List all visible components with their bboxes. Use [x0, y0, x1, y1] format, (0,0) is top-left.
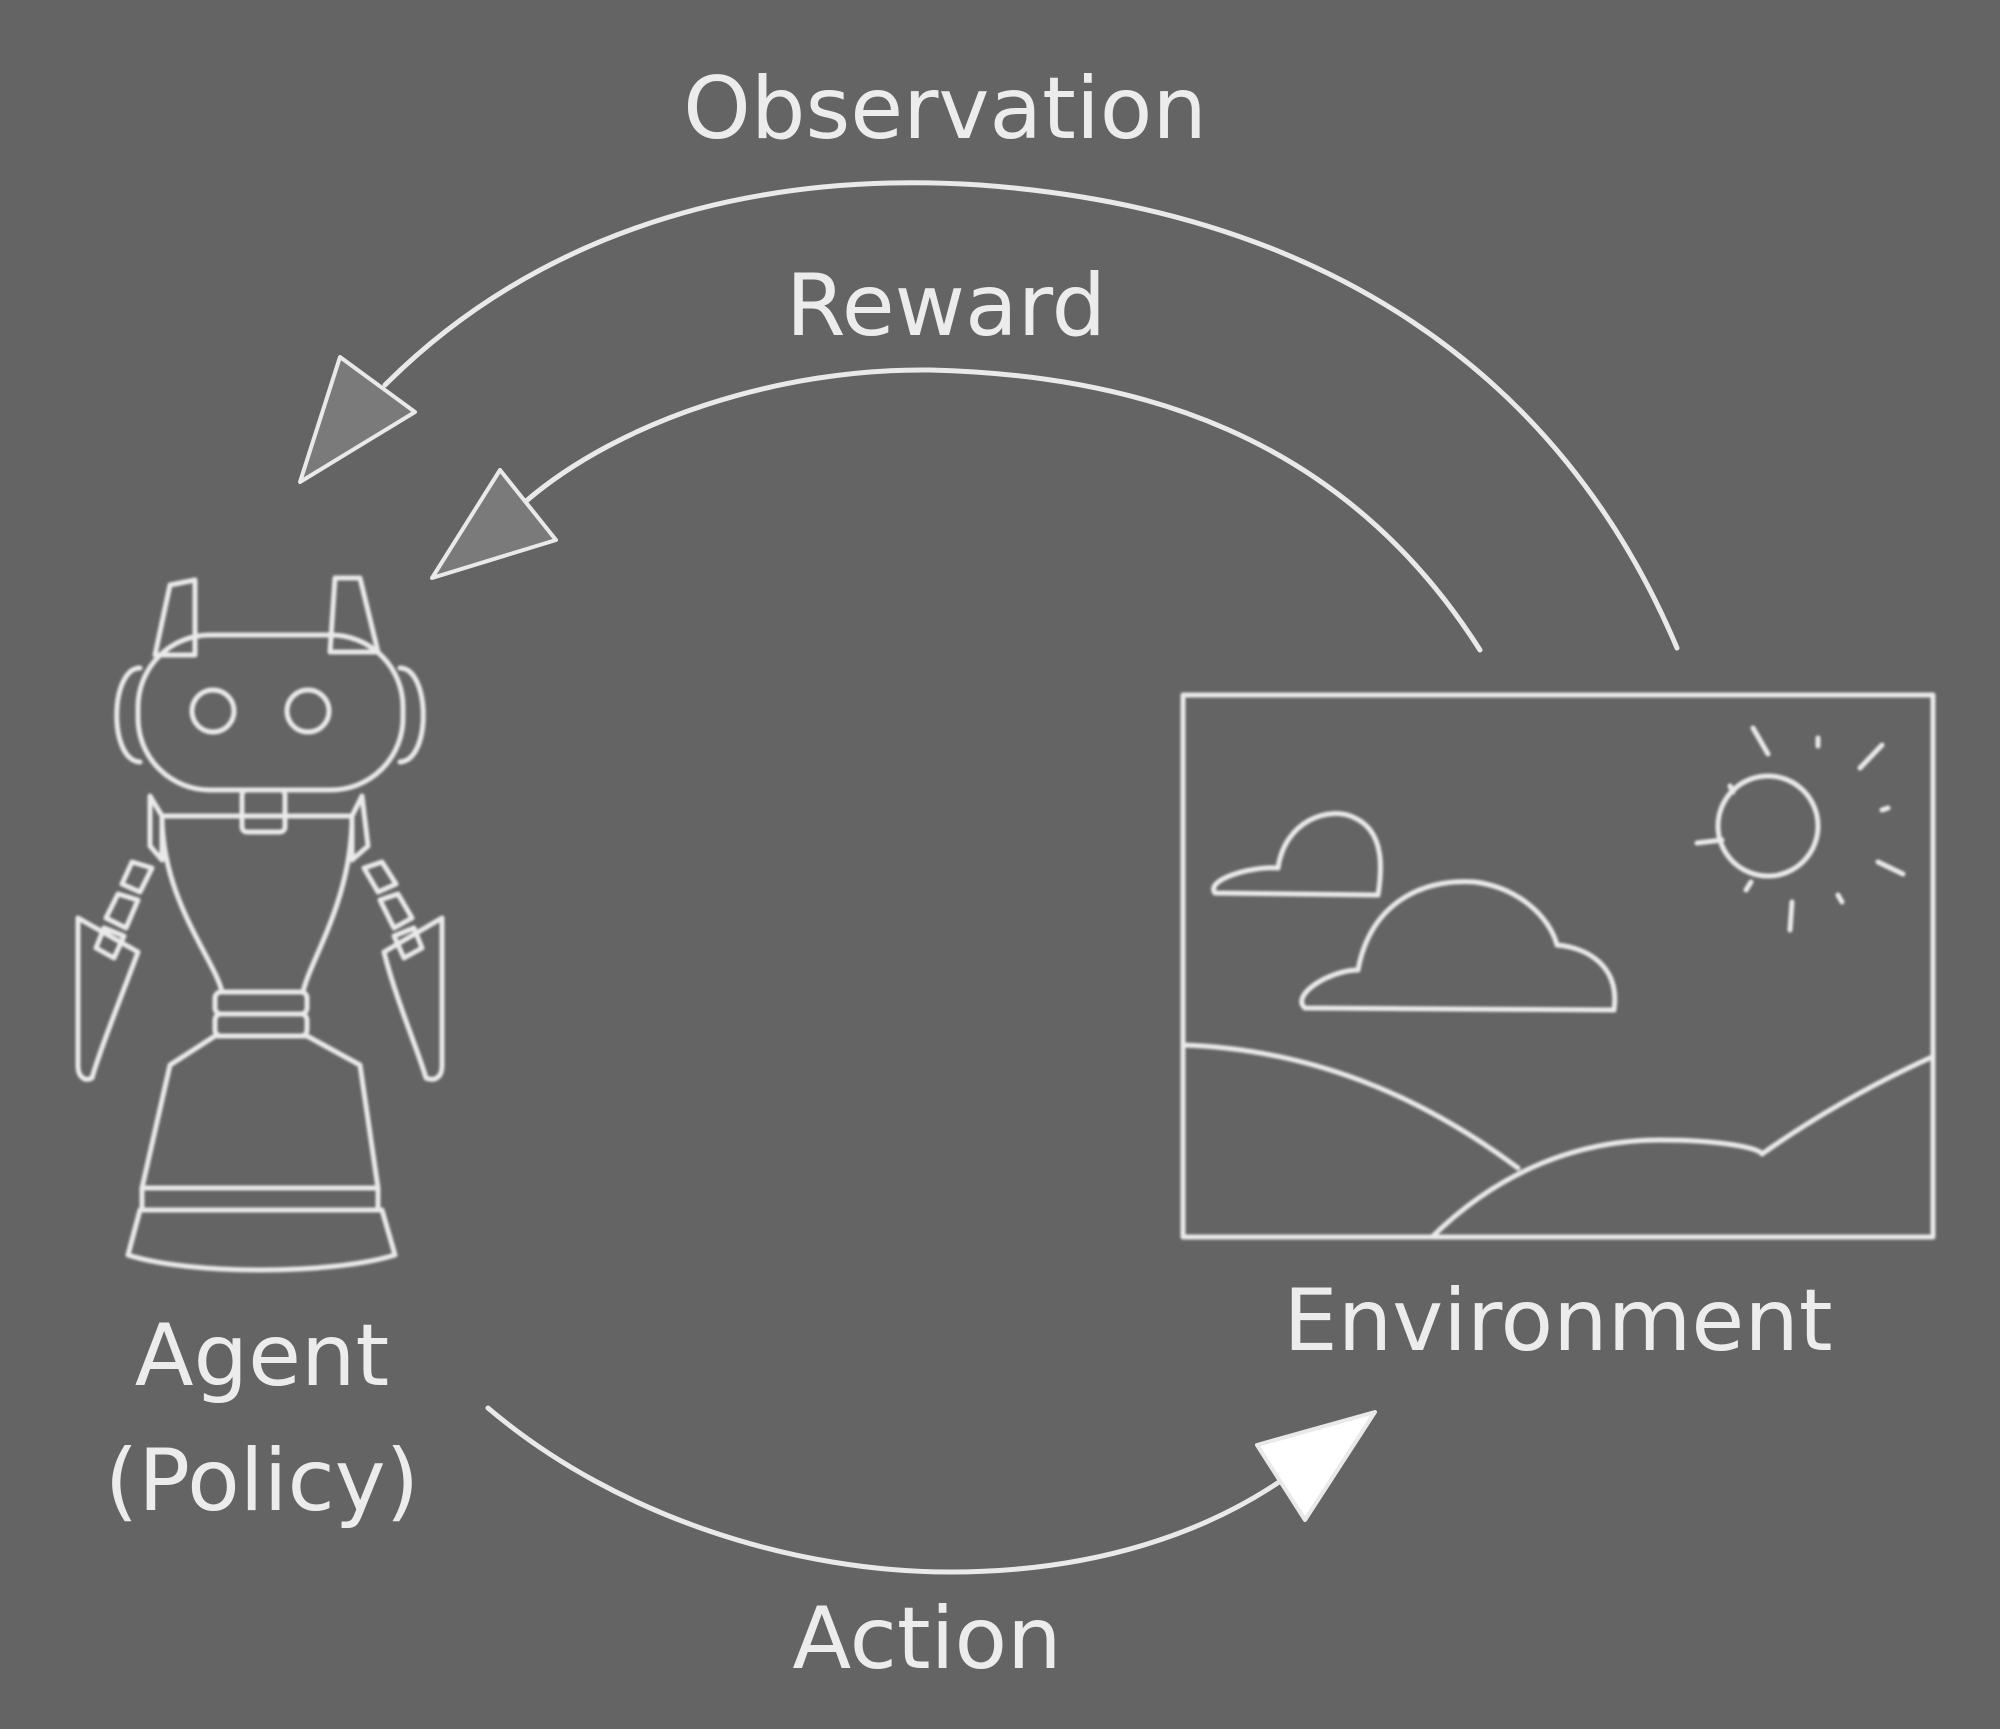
action-arrowhead [1255, 1410, 1377, 1522]
observation-arc [382, 180, 1680, 651]
robot-agent-icon [75, 575, 445, 1273]
agent-policy-label: (Policy) [105, 1431, 419, 1531]
observation-label: Observation [683, 59, 1207, 159]
reward-arc [522, 367, 1483, 653]
action-arc [485, 1405, 1288, 1575]
reward-arrowhead [430, 468, 558, 580]
reward-arrow [430, 367, 1483, 653]
environment-label: Environment [1283, 1271, 1832, 1371]
action-arrow [485, 1405, 1377, 1575]
action-label: Action [792, 1589, 1061, 1689]
reward-label: Reward [786, 256, 1106, 356]
agent-label: Agent [135, 1306, 390, 1406]
environment-picture-icon [1180, 692, 1936, 1240]
observation-arrow [298, 180, 1680, 651]
observation-arrowhead [298, 355, 417, 484]
